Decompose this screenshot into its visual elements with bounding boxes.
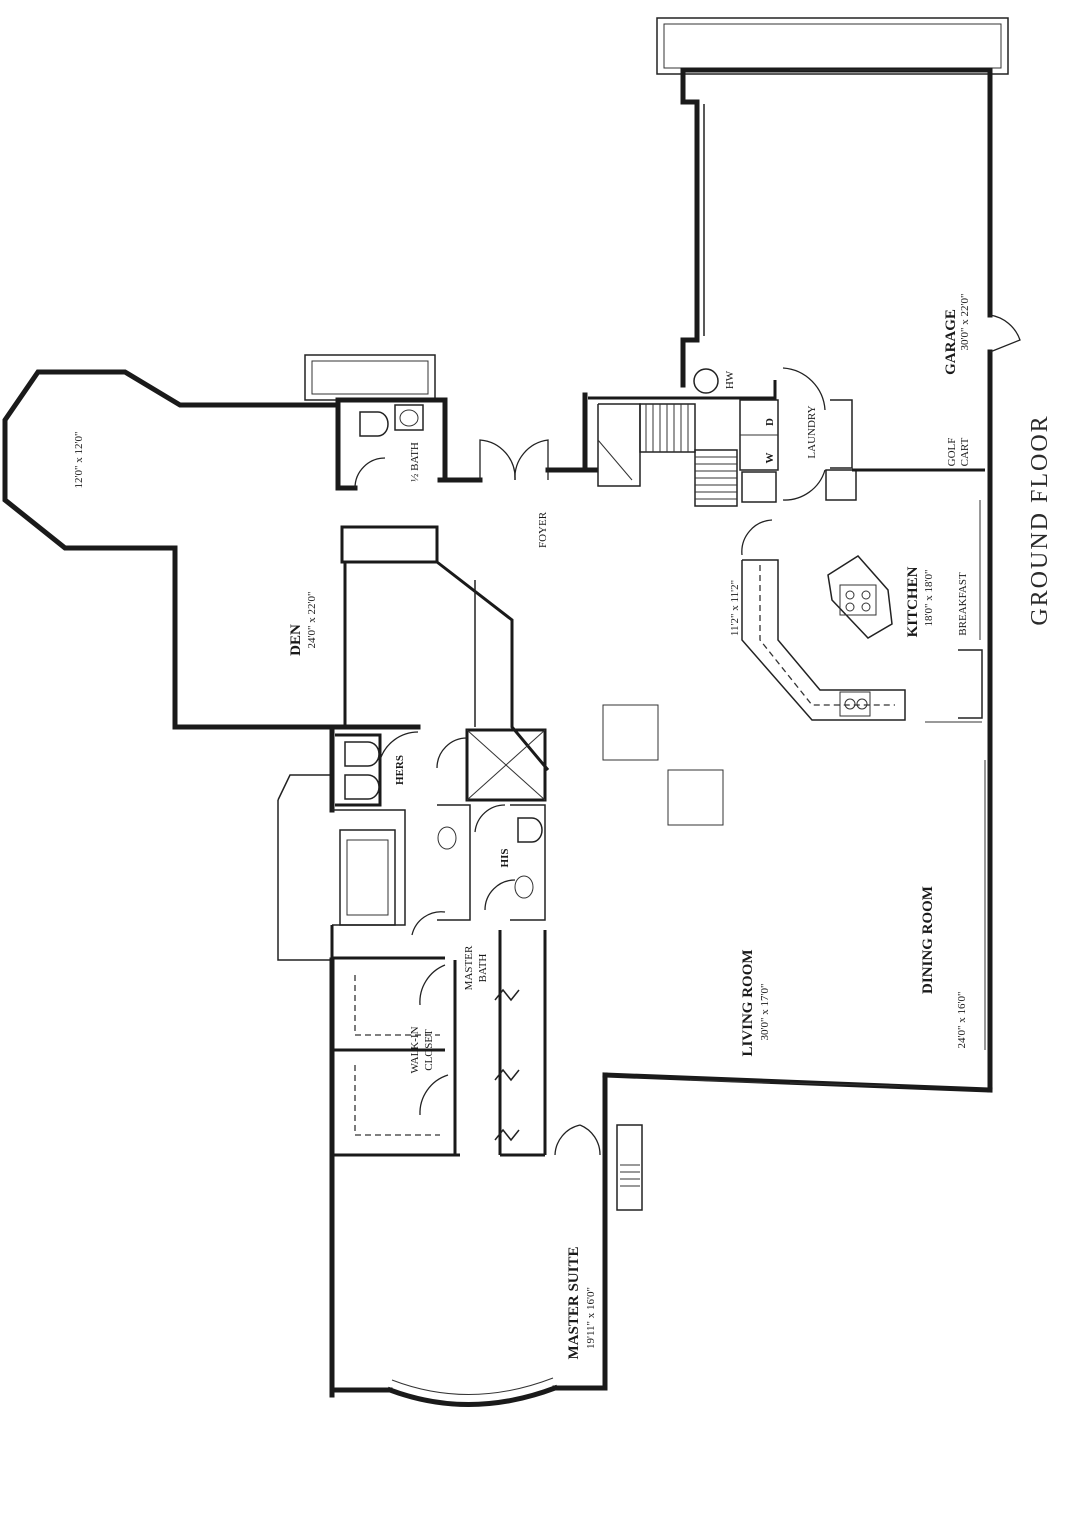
half-bath [304, 354, 448, 491]
plan-title: GROUND FLOOR [1027, 414, 1053, 625]
master-bath-label-2: BATH [477, 954, 489, 983]
golf-cart-label: GOLF [946, 438, 958, 467]
master-suite-label: MASTER SUITE [566, 1247, 582, 1360]
dining-room-label: DINING ROOM [920, 886, 936, 994]
hw-label: HW [724, 370, 736, 389]
room-labels: GARAGE 30'0" x 22'0" GOLF CART HW LAUNDR… [73, 294, 1053, 1360]
dryer-label: D [764, 418, 776, 426]
half-bath-label: ½ BATH [409, 442, 421, 482]
living-dining [554, 1072, 993, 1156]
water-heater-icon [693, 368, 719, 394]
foyer-dims: 11'2" x 11'2" [729, 580, 741, 636]
garage-label: GARAGE [943, 309, 959, 375]
bay-dims: 12'0" x 12'0" [73, 432, 85, 489]
laundry-stairs [582, 367, 857, 507]
his-bath [436, 728, 547, 921]
den-dims: 24'0" x 22'0" [306, 592, 318, 649]
garage-area [656, 17, 1021, 463]
foyer-label: FOYER [537, 511, 549, 548]
den-area [2, 369, 550, 771]
living-room-dims: 30'0" x 17'0" [759, 984, 771, 1041]
washer-label: W [764, 453, 776, 464]
golf-cart-label-2: CART [959, 437, 971, 466]
kitchen-area [741, 457, 993, 1093]
kitchen-label: KITCHEN [905, 566, 921, 637]
foyer-area [437, 439, 724, 826]
walk-in-label: WALK-IN [409, 1026, 421, 1073]
garage-dims: 30'0" x 22'0" [959, 294, 971, 351]
den-label: DEN [288, 624, 304, 656]
living-room-label: LIVING ROOM [740, 949, 756, 1056]
master-suite-dims: 19'11" x 16'0" [585, 1287, 597, 1349]
laundry-label: LAUNDRY [806, 405, 818, 458]
hers-bath [277, 724, 419, 961]
kitchen-dims: 18'0" x 18'0" [923, 570, 935, 627]
his-label: HIS [499, 849, 511, 868]
hers-label: HERS [394, 755, 406, 785]
breakfast-label: BREAKFAST [957, 572, 969, 636]
dining-room-dims: 24'0" x 16'0" [956, 992, 968, 1049]
master-bath-closet [329, 911, 547, 1398]
master-bath-label: MASTER [463, 945, 475, 990]
walk-in-label-2: CLOSET [423, 1029, 435, 1071]
master-suite-area [329, 1072, 643, 1407]
